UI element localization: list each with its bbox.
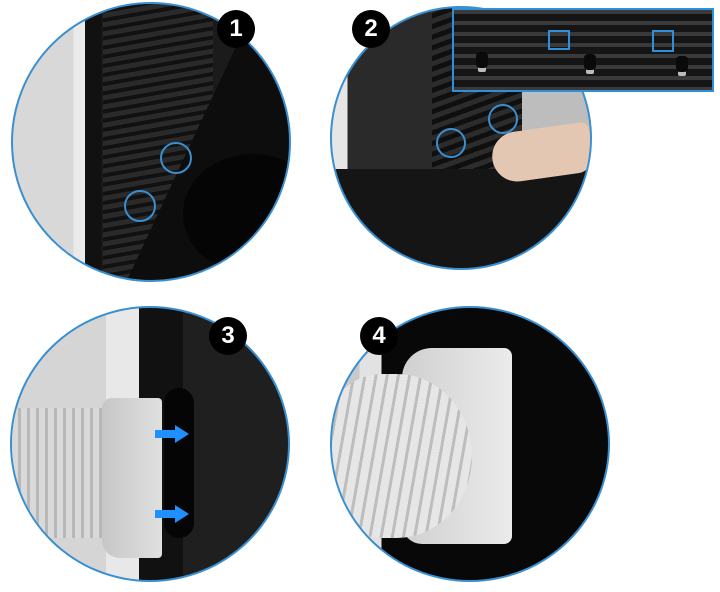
- hose-adapter: [102, 398, 162, 558]
- detail-inset: [452, 8, 714, 92]
- right-arrow-icon: [155, 505, 189, 523]
- exhaust-hose: [332, 374, 472, 538]
- pin-highlight-left: [436, 128, 466, 158]
- right-arrow-icon: [155, 425, 189, 443]
- step-4-photo: [330, 306, 610, 582]
- step-number-badge: 4: [360, 317, 398, 355]
- slot-highlight-left: [548, 30, 570, 50]
- pin-1: [476, 52, 488, 68]
- step-1-photo: [11, 2, 291, 282]
- pin-2: [584, 54, 596, 70]
- step-number: 4: [372, 322, 386, 349]
- exhaust-hose: [12, 408, 112, 538]
- step-number-badge: 3: [209, 317, 247, 355]
- step-number: 1: [229, 15, 243, 42]
- step-3-photo: [10, 306, 290, 582]
- pin-3: [676, 56, 688, 72]
- step-number-badge: 2: [352, 10, 390, 48]
- step-number-badge: 1: [217, 10, 255, 48]
- slot-highlight-right: [652, 30, 674, 52]
- air-duct-shadow: [183, 154, 289, 274]
- clip-highlight-lower: [124, 190, 156, 222]
- clip-highlight-upper: [160, 142, 192, 174]
- step-number: 3: [221, 322, 235, 349]
- step-number: 2: [364, 15, 378, 42]
- pin-highlight-right: [488, 104, 518, 134]
